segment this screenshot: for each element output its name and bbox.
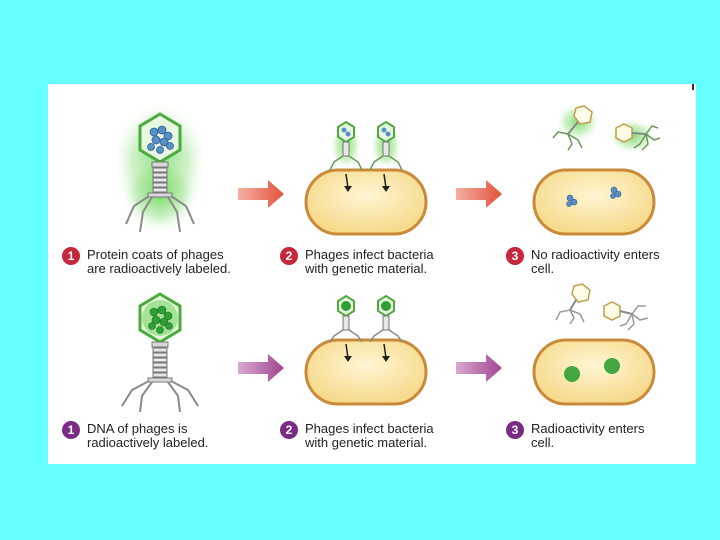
step-number-badge: 3 <box>506 247 524 265</box>
small-phage-icon <box>329 120 363 171</box>
phage-protein-labeled-icon <box>112 100 208 234</box>
bacterium-cell-radioactive <box>532 338 656 406</box>
empty-phage-coat-icon <box>555 283 591 325</box>
arrow-right-icon <box>456 180 502 208</box>
hershey-chase-diagram <box>112 100 661 413</box>
step-caption: 2 Phages infect bacteria with genetic ma… <box>280 247 434 276</box>
phage-dna-labeled-icon <box>121 292 199 413</box>
step-number-badge: 1 <box>62 247 80 265</box>
bacterium-cell-infected <box>304 338 428 406</box>
step-caption: 2 Phages infect bacteria with genetic ma… <box>280 421 434 450</box>
empty-phage-coat-icon <box>603 301 649 331</box>
caption-text: Radioactivity enters cell. <box>531 421 645 450</box>
diagram-panel: 1 Protein coats of phages are radioactiv… <box>48 84 696 464</box>
caption-text: Protein coats of phages are radioactivel… <box>87 247 231 276</box>
caption-text: No radioactivity enters cell. <box>531 247 660 276</box>
arrow-right-icon <box>238 180 284 208</box>
caption-text: Phages infect bacteria with genetic mate… <box>305 421 434 450</box>
caption-text: DNA of phages is radioactively labeled. <box>87 421 209 450</box>
caption-text: Phages infect bacteria with genetic mate… <box>305 247 434 276</box>
step-caption: 1 Protein coats of phages are radioactiv… <box>62 247 231 276</box>
step-caption: 3 No radioactivity enters cell. <box>506 247 660 276</box>
corner-mark <box>692 84 694 90</box>
empty-phage-coat-icon <box>552 102 600 151</box>
bacterium-cell-no-radioactivity <box>532 168 656 236</box>
step-caption: 3 Radioactivity enters cell. <box>506 421 645 450</box>
step-caption: 1 DNA of phages is radioactively labeled… <box>62 421 209 450</box>
empty-phage-coat-icon <box>608 118 661 154</box>
arrow-right-icon <box>456 354 502 382</box>
bacterium-cell-infected <box>304 168 428 236</box>
small-phage-icon <box>329 294 363 343</box>
step-number-badge: 2 <box>280 247 298 265</box>
step-number-badge: 2 <box>280 421 298 439</box>
step-number-badge: 1 <box>62 421 80 439</box>
arrow-right-icon <box>238 354 284 382</box>
small-phage-icon <box>369 294 403 343</box>
small-phage-icon <box>369 120 403 171</box>
step-number-badge: 3 <box>506 421 524 439</box>
